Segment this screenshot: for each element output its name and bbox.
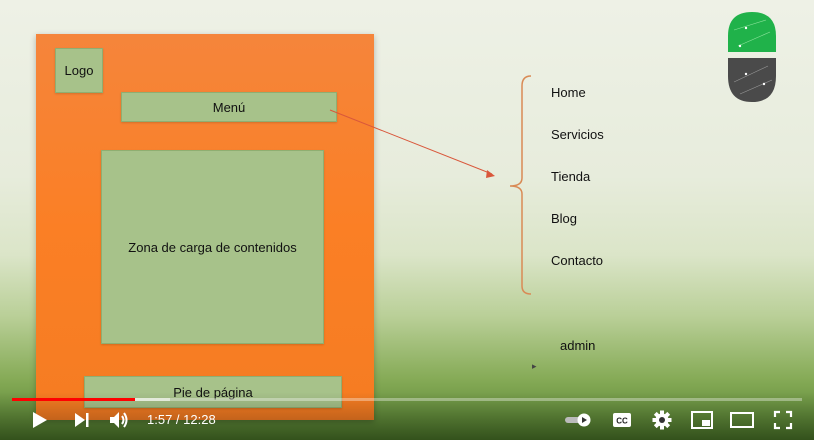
theater-mode-icon bbox=[730, 412, 754, 428]
volume-button[interactable] bbox=[106, 407, 132, 433]
channel-logo bbox=[728, 12, 776, 102]
progress-bar[interactable] bbox=[12, 398, 802, 401]
captions-icon: CC bbox=[613, 413, 631, 427]
cursor-icon: ▸ bbox=[532, 361, 537, 371]
svg-text:CC: CC bbox=[616, 417, 628, 426]
autoplay-toggle-icon bbox=[565, 413, 591, 427]
menu-box: Menú bbox=[121, 92, 337, 122]
autoplay-toggle[interactable] bbox=[564, 407, 594, 433]
play-icon bbox=[33, 412, 47, 428]
progress-played bbox=[12, 398, 136, 401]
menu-item-servicios: Servicios bbox=[551, 127, 604, 142]
logo-box: Logo bbox=[55, 48, 103, 93]
volume-icon bbox=[110, 412, 128, 428]
next-button[interactable] bbox=[68, 407, 94, 433]
menu-item-contacto: Contacto bbox=[551, 253, 604, 268]
menu-item-tienda: Tienda bbox=[551, 169, 591, 184]
miniplayer-icon bbox=[691, 411, 713, 429]
time-display: 1:57 / 12:28 bbox=[147, 412, 216, 427]
next-icon bbox=[75, 413, 89, 427]
content-area-box: Zona de carga de contenidos bbox=[101, 150, 324, 344]
gear-icon bbox=[652, 410, 672, 430]
admin-label: admin bbox=[560, 338, 596, 353]
fullscreen-icon bbox=[773, 410, 793, 430]
play-button[interactable] bbox=[26, 407, 52, 433]
captions-button[interactable]: CC bbox=[609, 407, 635, 433]
settings-button[interactable] bbox=[649, 407, 675, 433]
footer-box: Pie de página bbox=[84, 376, 342, 408]
menu-item-home: Home bbox=[551, 85, 586, 100]
theater-mode-button[interactable] bbox=[729, 407, 755, 433]
miniplayer-button[interactable] bbox=[689, 407, 715, 433]
menu-item-blog: Blog bbox=[551, 211, 578, 226]
fullscreen-button[interactable] bbox=[770, 407, 796, 433]
